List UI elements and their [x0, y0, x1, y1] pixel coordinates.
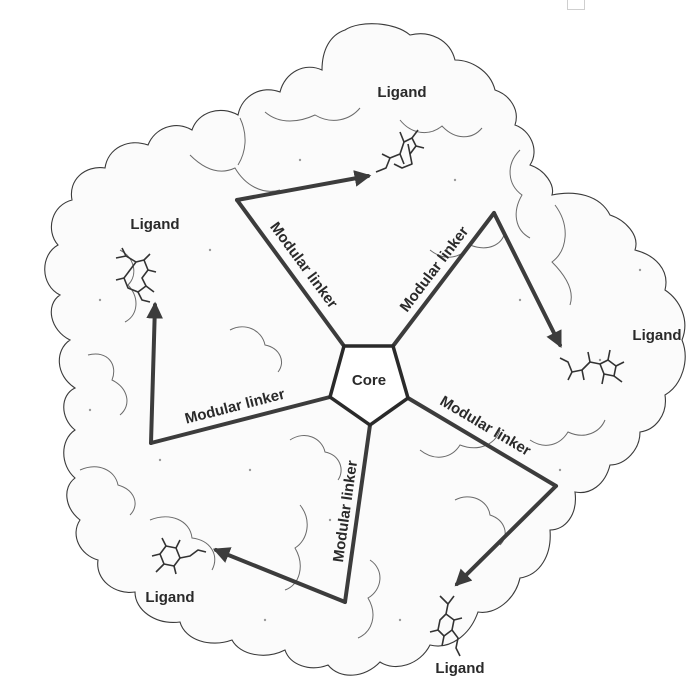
ligand-label-top: Ligand	[377, 84, 426, 101]
ligand-label-right: Ligand	[632, 327, 681, 344]
ligand-label-left: Ligand	[130, 216, 179, 233]
ligand-label-bottom-right: Ligand	[435, 660, 484, 677]
core-label: Core	[352, 372, 386, 389]
ligand-label-bottom-left: Ligand	[145, 589, 194, 606]
